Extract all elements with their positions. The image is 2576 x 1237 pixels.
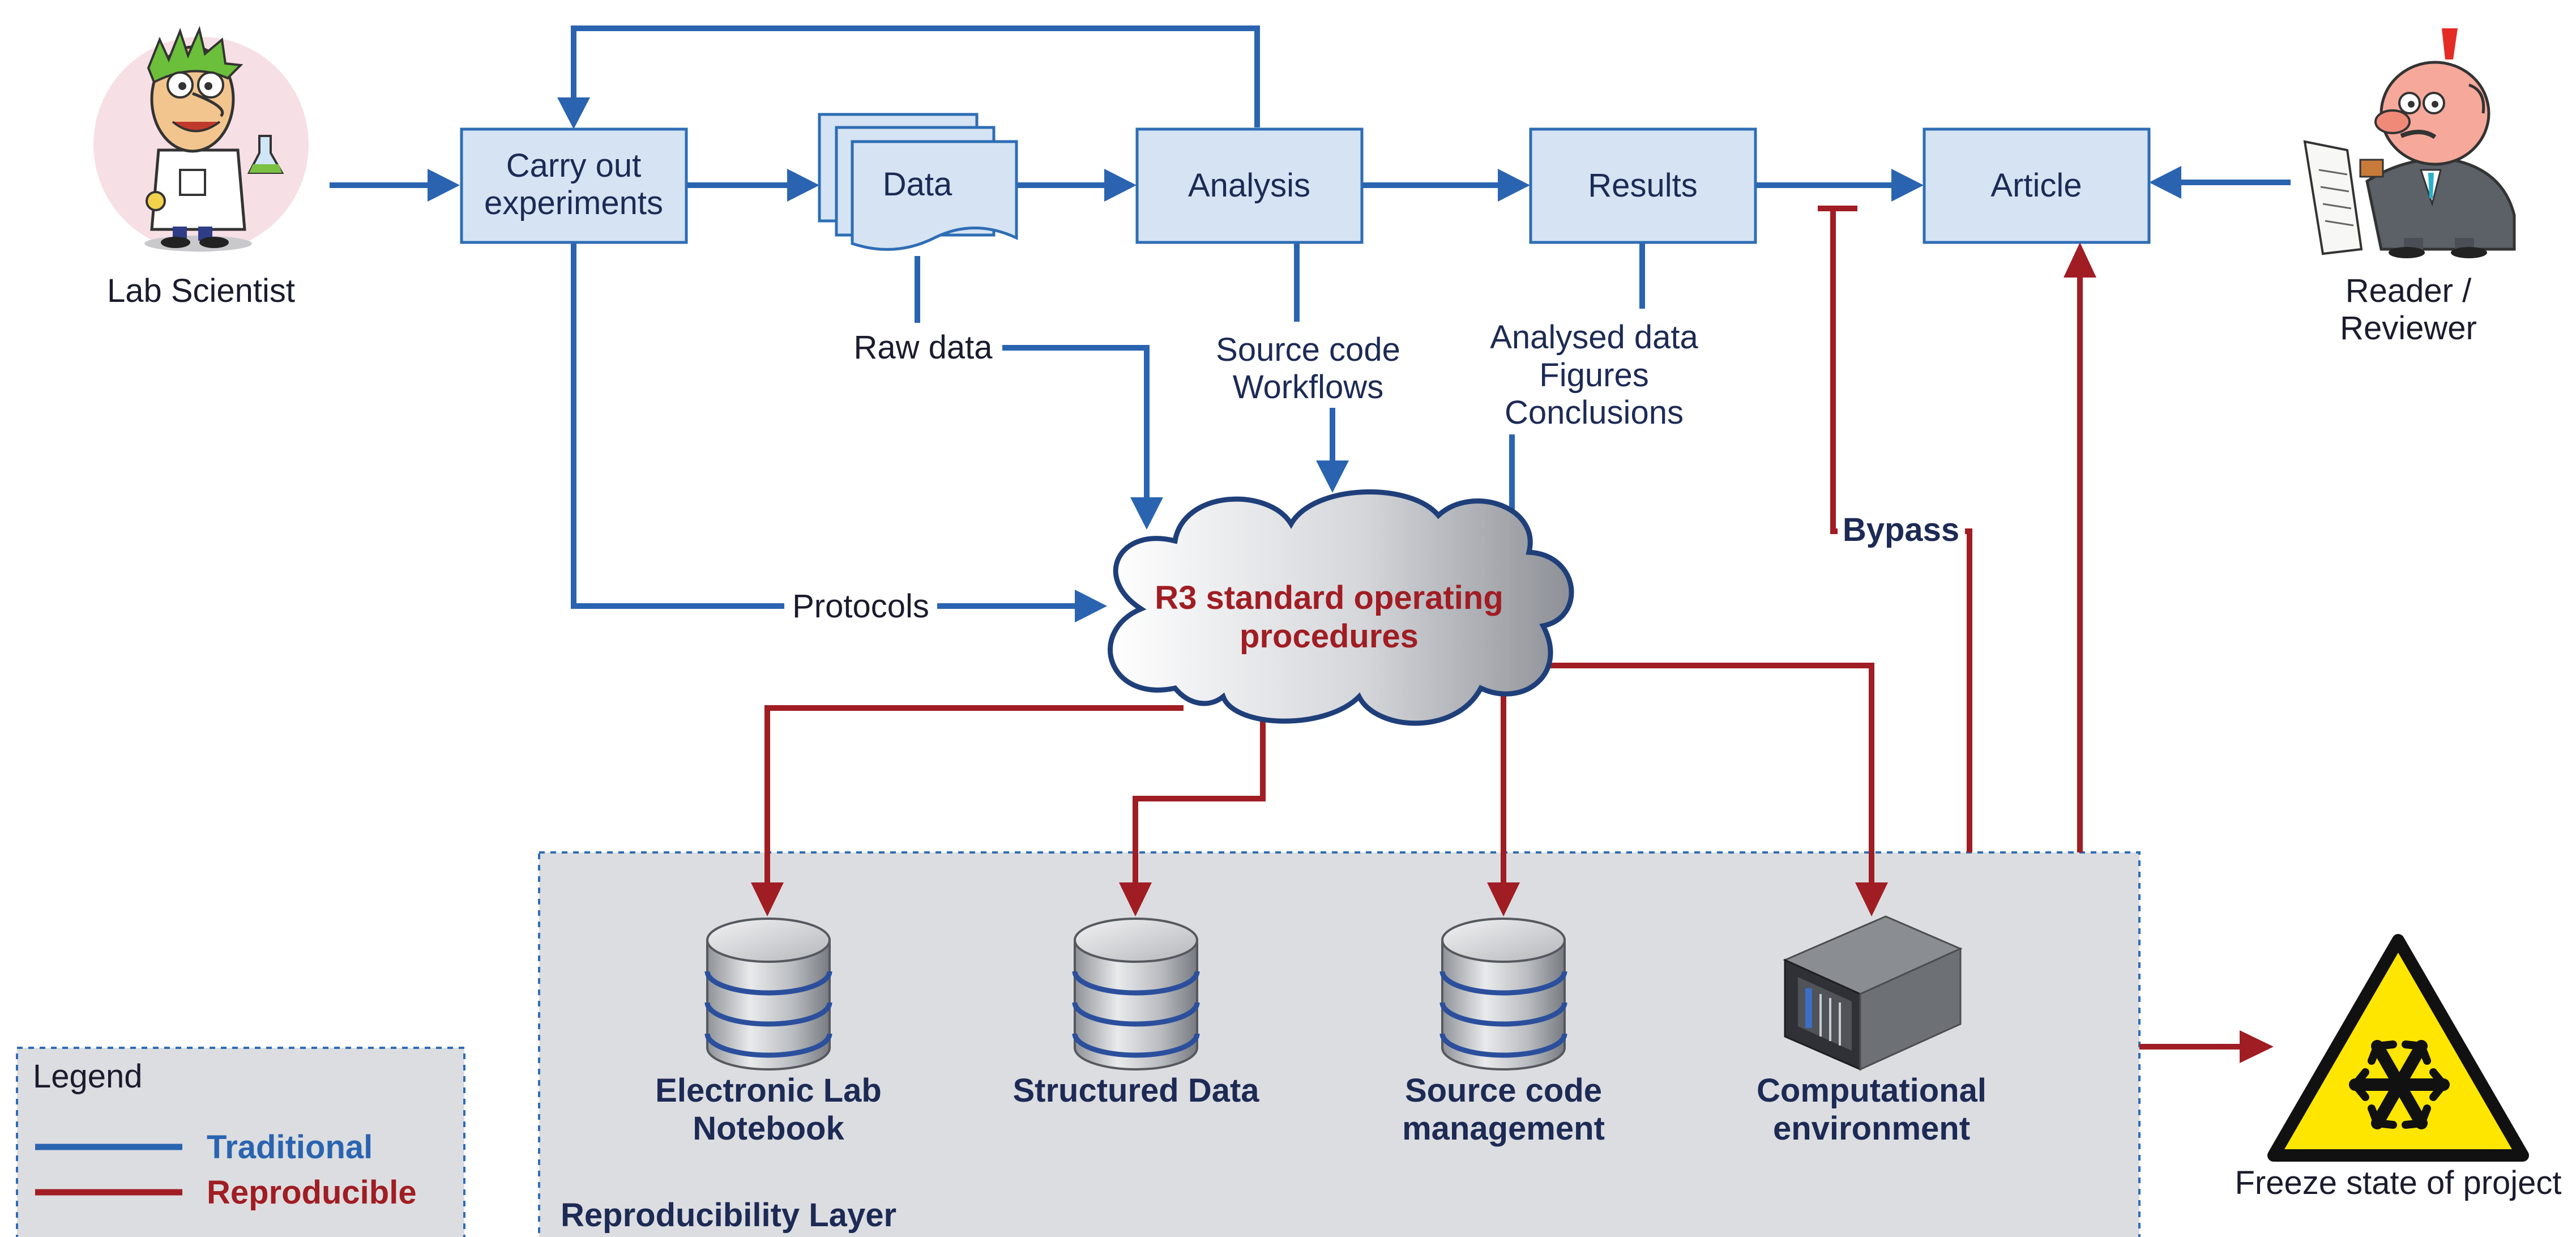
reader-label-line2: Reviewer xyxy=(2340,310,2477,347)
article-label: Article xyxy=(1990,167,2082,204)
server-icon xyxy=(1783,915,1963,1071)
legend-title: Legend xyxy=(33,1058,143,1095)
reproducible-connectors xyxy=(751,206,2274,1063)
workflows-label: Workflows xyxy=(1233,369,1383,406)
source-code-database-icon xyxy=(1442,919,1565,1069)
traditional-connectors xyxy=(330,25,2291,622)
analysis-label: Analysis xyxy=(1188,167,1310,204)
r3-sop-cloud: R3 standard operating procedures xyxy=(1108,489,1574,726)
reproducibility-layer-title: Reproducibility Layer xyxy=(561,1197,896,1234)
legend-reproducible-label: Reproducible xyxy=(207,1174,417,1211)
eln-label-line2: Notebook xyxy=(693,1110,844,1147)
lab-scientist-avatar xyxy=(93,25,309,252)
computational-env-label-line2: environment xyxy=(1773,1110,1970,1147)
results-label: Results xyxy=(1588,167,1697,204)
legend: Legend Traditional Reproducible xyxy=(16,1047,465,1237)
carry-out-experiments-box: Carry out experiments xyxy=(460,127,688,244)
analysis-box: Analysis xyxy=(1135,127,1364,244)
structured-data-database-icon xyxy=(1075,919,1197,1069)
cloud-label-line1: R3 standard operating xyxy=(1155,579,1503,616)
reader-label-line1: Reader / xyxy=(2346,272,2472,309)
protocols-label: Protocols xyxy=(792,588,929,625)
source-code-mgmt-label-line1: Source code xyxy=(1405,1072,1602,1109)
source-code-mgmt-label-line2: management xyxy=(1402,1110,1605,1147)
freeze-state-label: Freeze state of project xyxy=(2235,1165,2561,1201)
data-document-stack: Data xyxy=(818,113,1018,251)
results-box: Results xyxy=(1529,127,1757,244)
eln-database-icon xyxy=(707,919,830,1069)
freeze-warning-icon xyxy=(2267,934,2529,1162)
lab-scientist-label: Lab Scientist xyxy=(107,272,295,309)
carry-out-label-line2: experiments xyxy=(484,185,663,221)
cloud-label-line2: procedures xyxy=(1240,618,1419,655)
conclusions-label: Conclusions xyxy=(1505,394,1684,431)
computational-env-label-line1: Computational xyxy=(1757,1072,1987,1109)
reader-reviewer-avatar xyxy=(2303,28,2516,258)
structured-data-label: Structured Data xyxy=(1013,1072,1259,1109)
eln-label-line1: Electronic Lab xyxy=(655,1072,882,1109)
analysed-data-label: Analysed data xyxy=(1490,319,1698,356)
raw-data-label: Raw data xyxy=(853,329,993,366)
figures-label: Figures xyxy=(1539,357,1648,394)
source-code-label: Source code xyxy=(1216,331,1400,368)
article-box: Article xyxy=(1923,127,2151,244)
carry-out-label-line1: Carry out xyxy=(506,147,642,184)
legend-traditional-label: Traditional xyxy=(207,1129,373,1166)
bypass-label: Bypass xyxy=(1843,511,1959,548)
data-label: Data xyxy=(883,166,952,203)
